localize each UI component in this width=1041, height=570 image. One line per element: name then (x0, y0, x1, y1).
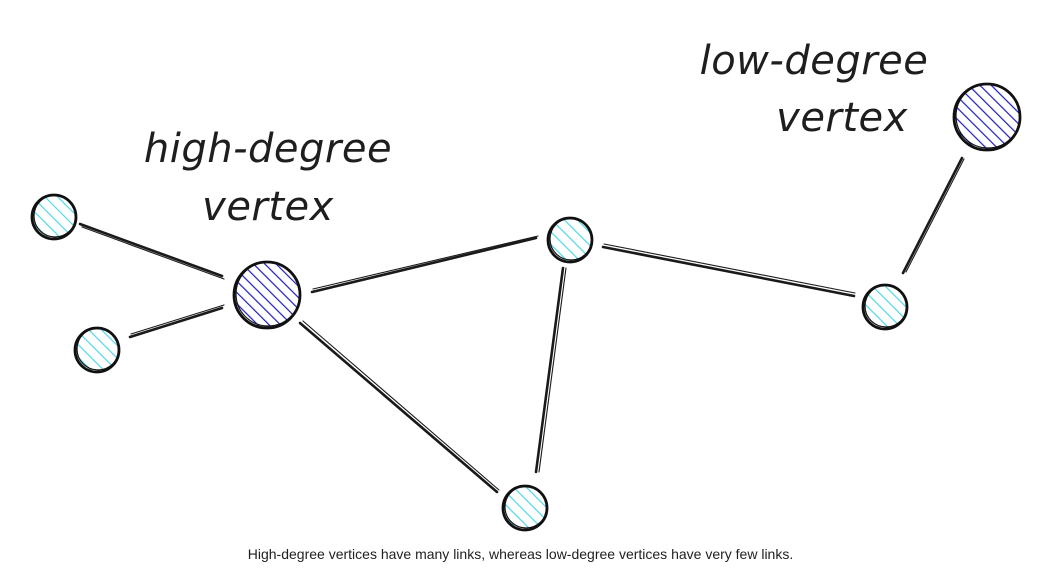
vertex-d (501, 484, 549, 532)
vertex-a (30, 193, 78, 241)
edge-e-f (901, 156, 965, 275)
edge-b-hub (128, 304, 225, 339)
edge-a-hub (78, 222, 225, 280)
figure-caption: High-degree vertices have many links, wh… (247, 546, 794, 562)
low-degree-label-line2: vertex (776, 95, 908, 141)
edge-c-d (534, 266, 567, 474)
vertex-e (861, 283, 909, 331)
low-degree-label-line1: low-degree (700, 38, 929, 84)
edge-c-e (601, 243, 856, 298)
high-degree-label-line2: vertex (202, 184, 334, 230)
vertex-high-degree (232, 260, 302, 330)
high-degree-label-line1: high-degree (144, 126, 392, 172)
vertex-c (546, 216, 594, 264)
edge-hub-c (310, 235, 539, 294)
vertex-low-degree (952, 82, 1022, 152)
graph-diagram: high-degree vertex low-degree vertex (30, 38, 1022, 532)
edge-hub-d (298, 320, 500, 494)
vertex-b (73, 326, 121, 374)
